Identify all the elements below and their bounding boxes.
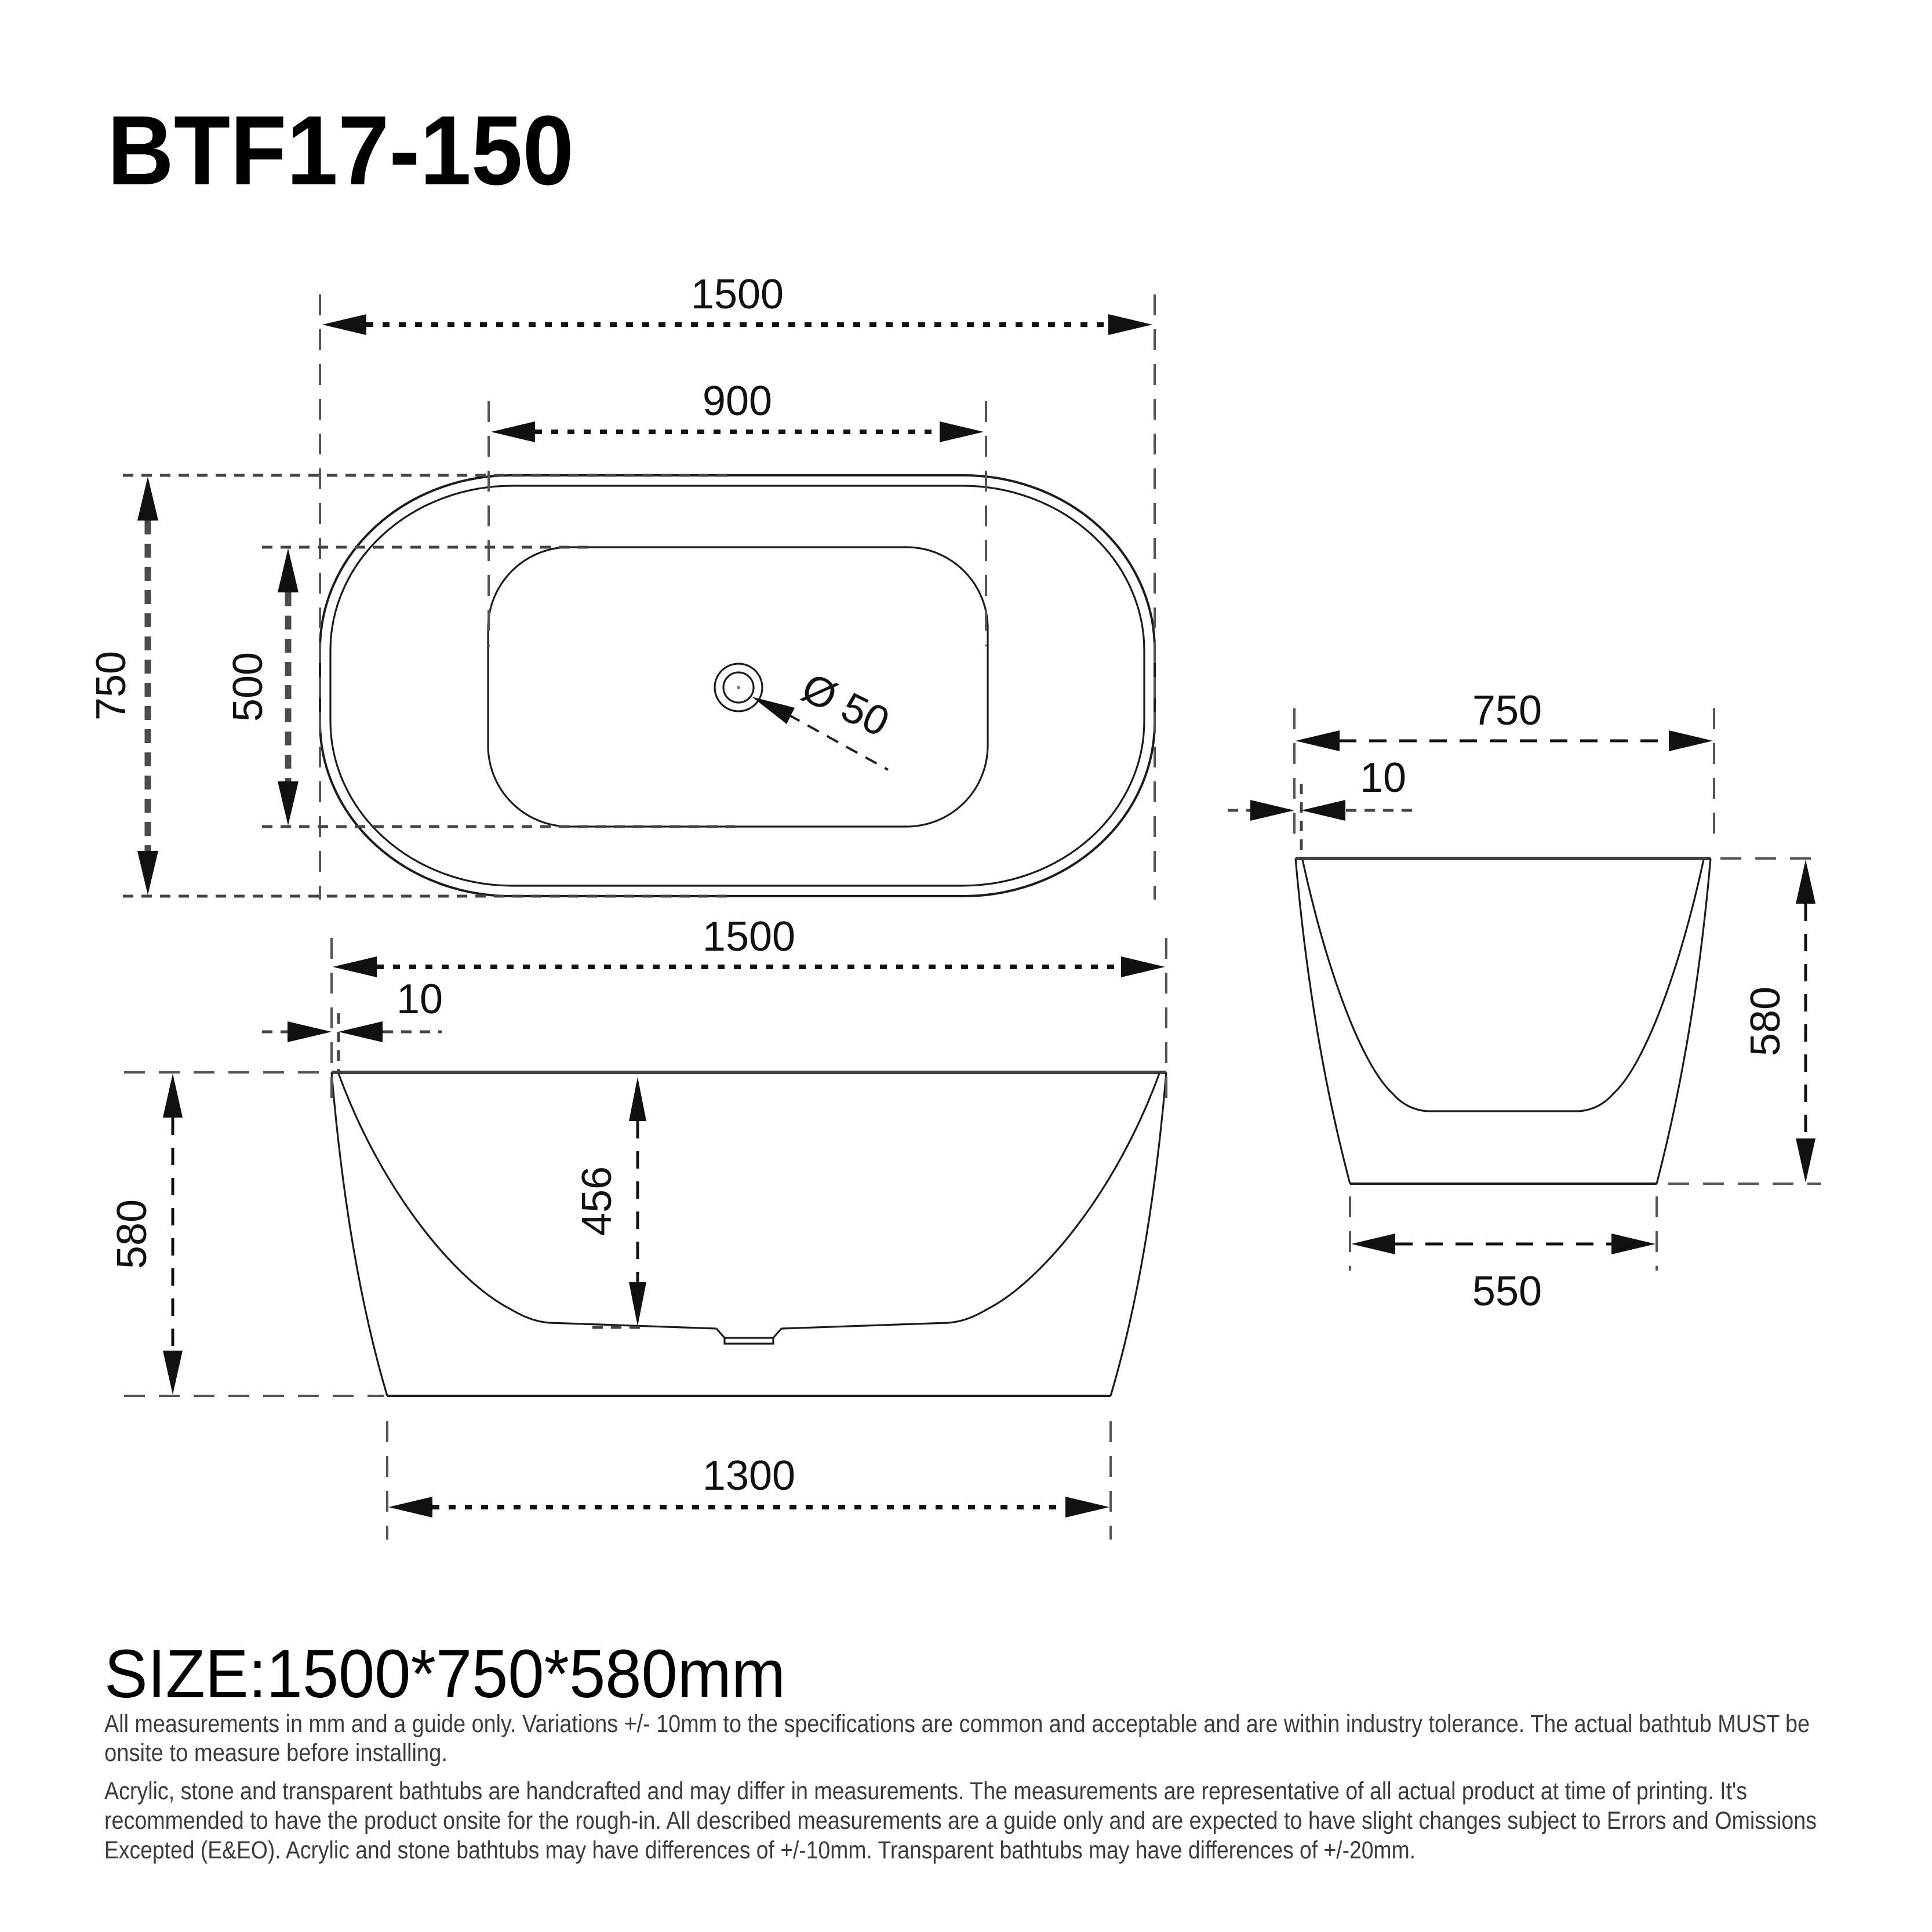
dim-label-front-base-length: 1300: [703, 1453, 795, 1499]
dim-label-end-wall-thickness: 10: [1360, 755, 1406, 801]
dim-label-front-overall-height: 580: [109, 1199, 155, 1269]
dim-label-top-inner-length: 900: [703, 378, 772, 424]
dim-front-wall-thickness: 10: [262, 976, 443, 1071]
end-view: 750 10 580 550: [1228, 687, 1821, 1315]
disclaimer1-line1: All measurements in mm and a guide only.…: [104, 1710, 1810, 1738]
dim-front-overall-length: 1500: [330, 914, 1167, 1103]
drain-center-mark: [737, 686, 740, 689]
tub-basin: [487, 546, 989, 828]
dim-front-base-length: 1300: [386, 1421, 1112, 1540]
drain-outer-circle: [714, 663, 763, 712]
model-title: BTF17-150: [107, 96, 574, 206]
disclaimer2-line3: Excepted (E&EO). Acrylic and stone batht…: [104, 1836, 1416, 1864]
dim-label-end-overall-width: 750: [1472, 687, 1542, 734]
dim-label-top-overall-length: 1500: [691, 271, 784, 318]
disclaimer1-line2: onsite to measure before installing.: [104, 1739, 447, 1767]
dim-end-overall-height: 580: [1668, 857, 1821, 1185]
drain-leader-line: [788, 714, 889, 771]
dim-top-overall-length: 1500: [319, 271, 1156, 900]
dim-label-front-inner-depth: 456: [574, 1166, 620, 1236]
front-inner-wall-right: [781, 1073, 1160, 1330]
disclaimer-paragraph-2: Acrylic, stone and transparent bathtubs …: [104, 1777, 1817, 1864]
dim-label-end-base-width: 550: [1472, 1268, 1542, 1315]
dim-label-front-wall-thickness: 10: [396, 976, 443, 1023]
tub-inner-rim: [329, 485, 1145, 887]
end-outer-wall-left: [1294, 858, 1351, 1184]
dim-top-inner-length: 900: [487, 378, 987, 646]
disclaimer2-line1: Acrylic, stone and transparent bathtubs …: [104, 1777, 1747, 1805]
dim-top-overall-width: 750: [88, 474, 735, 898]
disclaimer2-line2: recommended to have the product onsite f…: [104, 1807, 1817, 1835]
front-drain-outlet: [715, 1327, 783, 1345]
dim-label-front-overall-length: 1500: [703, 914, 795, 960]
front-outer-wall-right: [1109, 1072, 1167, 1396]
dim-end-base-width: 550: [1349, 1196, 1658, 1315]
dim-front-overall-height: 580: [109, 1071, 384, 1397]
front-view: 1500 10 580 456: [109, 914, 1167, 1540]
drain-inner-circle: [722, 671, 755, 704]
dim-label-top-inner-width: 500: [225, 652, 271, 722]
front-inner-wall-left: [337, 1073, 717, 1330]
dim-label-end-overall-height: 580: [1742, 987, 1789, 1056]
disclaimer-paragraph-1: All measurements in mm and a guide only.…: [104, 1710, 1810, 1767]
front-outer-wall-left: [330, 1072, 388, 1396]
end-inner-wall: [1301, 859, 1705, 1112]
dim-end-wall-thickness: 10: [1228, 755, 1412, 857]
dim-end-overall-width: 750: [1293, 687, 1715, 847]
size-summary: SIZE:1500*750*580mm: [104, 1636, 785, 1712]
dim-top-inner-width: 500: [225, 545, 735, 828]
end-outer-wall-right: [1656, 858, 1712, 1184]
drain-leader-arrow: [752, 697, 795, 724]
dim-front-inner-depth: 456: [574, 1077, 648, 1329]
dim-label-top-overall-width: 750: [88, 651, 134, 721]
